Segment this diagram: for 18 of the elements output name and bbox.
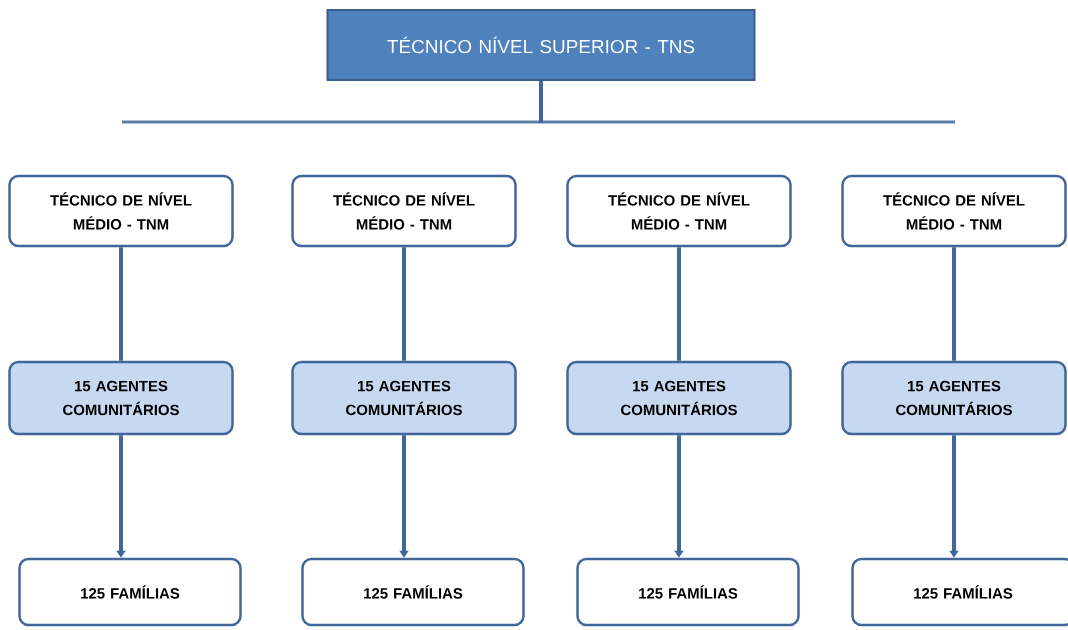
families-box: 125 FAMÍLIAS — [576, 557, 800, 627]
connector-line — [119, 247, 123, 361]
team-box: 15 AGENTES COMUNITÁRIOS — [566, 360, 792, 436]
connector-line — [677, 247, 681, 361]
team-box: 15 AGENTES COMUNITÁRIOS — [841, 360, 1067, 436]
connector-line — [402, 247, 406, 361]
connector-line — [539, 81, 543, 123]
role-box: TÉCNICO DE NÍVEL MÉDIO - TNM — [8, 174, 234, 248]
connector-line — [952, 247, 956, 361]
team-box: 15 AGENTES COMUNITÁRIOS — [291, 360, 517, 436]
role-box: TÉCNICO DE NÍVEL MÉDIO - TNM — [841, 174, 1067, 248]
families-box: 125 FAMÍLIAS — [18, 557, 242, 627]
families-box: 125 FAMÍLIAS — [301, 557, 525, 627]
role-box: TÉCNICO DE NÍVEL MÉDIO - TNM — [566, 174, 792, 248]
role-box: TÉCNICO DE NÍVEL MÉDIO - TNM — [291, 174, 517, 248]
team-box: 15 AGENTES COMUNITÁRIOS — [8, 360, 234, 436]
families-box: 125 FAMÍLIAS — [851, 557, 1068, 627]
title-box: TÉCNICO NÍVEL SUPERIOR - TNS — [326, 9, 756, 81]
